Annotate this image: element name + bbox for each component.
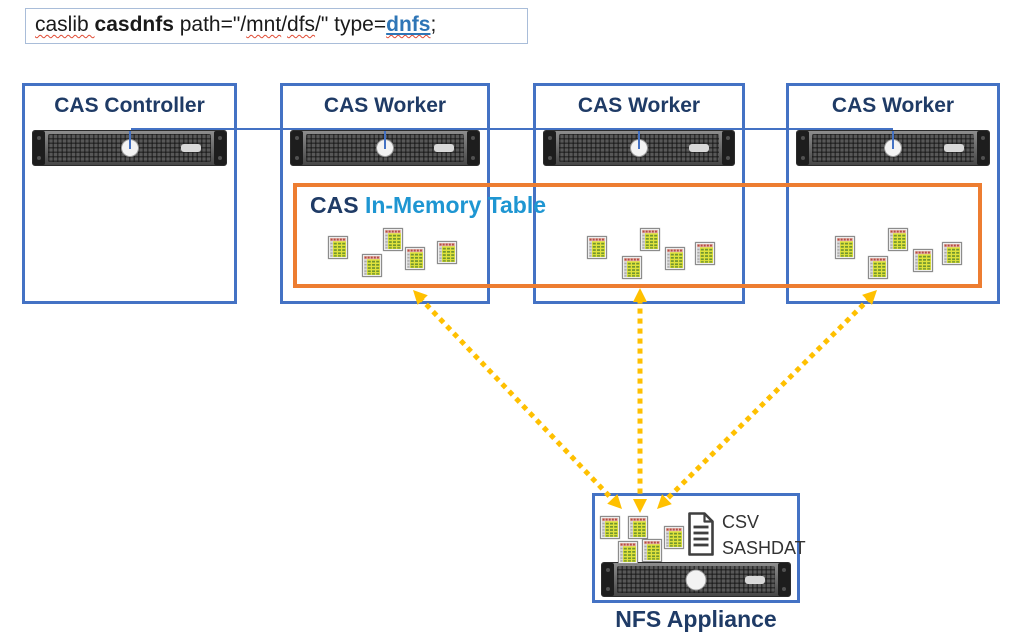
in-memory-table-box: CAS In-Memory Table <box>293 183 982 288</box>
table-icon <box>664 526 684 549</box>
code-caslib: caslib <box>35 13 95 36</box>
server-badge <box>689 144 709 152</box>
code-semicolon: ; <box>430 13 437 36</box>
table-icon <box>665 247 685 270</box>
cas-worker-3-title: CAS Worker <box>831 94 955 117</box>
server-icon <box>32 130 227 166</box>
code-dnfs-wrap: dnfs <box>386 13 430 36</box>
cas-controller-box: CAS Controller <box>22 83 237 304</box>
code-path-pre: path="/ <box>173 13 247 36</box>
caslib-code-snippet: caslib casdnfs path="/mnt/dfs/" type=dnf… <box>25 8 528 44</box>
table-icon <box>913 249 933 272</box>
table-icon <box>437 241 457 264</box>
network-line <box>131 128 893 130</box>
file-type-sashdat: SASHDAT <box>722 538 806 558</box>
server-rack-ear-left <box>33 131 45 165</box>
table-icon <box>888 228 908 251</box>
table-icon <box>600 516 620 539</box>
table-icon <box>328 236 348 259</box>
server-badge <box>944 144 964 152</box>
code-libref: casdnfs <box>94 13 174 36</box>
code-path-post: /" type= <box>315 13 387 36</box>
server-rack-ear-right <box>722 131 734 165</box>
code-dnfs-keyword: dnfs <box>386 13 431 36</box>
table-icon <box>383 228 403 251</box>
table-icon <box>642 539 662 562</box>
table-icon <box>942 242 962 265</box>
network-connector-stub <box>128 131 131 149</box>
network-connector-stub <box>638 131 640 149</box>
cas-worker-3-box: CAS Worker <box>786 83 1000 304</box>
server-rack-ear-right <box>778 563 790 596</box>
cas-controller-title: CAS Controller <box>54 94 205 117</box>
network-connector-stub <box>892 131 894 149</box>
table-icon <box>622 256 642 279</box>
server-rack-ear-left <box>291 131 303 165</box>
cas-worker-1-box: CAS Worker <box>280 83 490 304</box>
code-mnt: mnt <box>246 13 282 36</box>
document-icon <box>688 512 714 556</box>
transfer-arrow-left-line <box>417 295 617 504</box>
table-icon <box>362 254 382 277</box>
server-rack-ear-left <box>797 131 809 165</box>
server-badge <box>745 575 765 584</box>
cas-worker-2-title: CAS Worker <box>577 94 701 117</box>
table-icon <box>695 242 715 265</box>
network-connector-stub <box>384 131 386 149</box>
file-type-csv: CSV <box>722 512 760 532</box>
in-memory-title-cas: CAS <box>310 192 365 218</box>
nfs-appliance-box <box>592 493 800 603</box>
server-rack-ear-left <box>602 563 614 596</box>
server-rack-ear-right <box>467 131 479 165</box>
table-icon <box>628 516 648 539</box>
in-memory-table-title: CAS In-Memory Table <box>310 192 978 218</box>
table-icon <box>640 228 660 251</box>
table-icon <box>405 247 425 270</box>
table-icon <box>587 236 607 259</box>
table-icon <box>618 541 638 564</box>
table-icon <box>835 236 855 259</box>
server-power-knob <box>685 569 707 590</box>
nfs-appliance-label: NFS Appliance <box>615 606 777 632</box>
table-icon <box>868 256 888 279</box>
cas-worker-1-title: CAS Worker <box>323 94 447 117</box>
server-rack-ear-right <box>214 131 226 165</box>
server-badge <box>181 144 201 152</box>
code-slash: / <box>281 13 288 36</box>
transfer-arrow-right-line <box>662 295 873 504</box>
in-memory-title-rest: In-Memory Table <box>364 192 546 218</box>
server-rack-ear-right <box>977 131 989 165</box>
server-rack-ear-left <box>544 131 556 165</box>
server-icon <box>601 562 791 597</box>
server-badge <box>434 144 454 152</box>
code-dfs: dfs <box>287 13 316 36</box>
